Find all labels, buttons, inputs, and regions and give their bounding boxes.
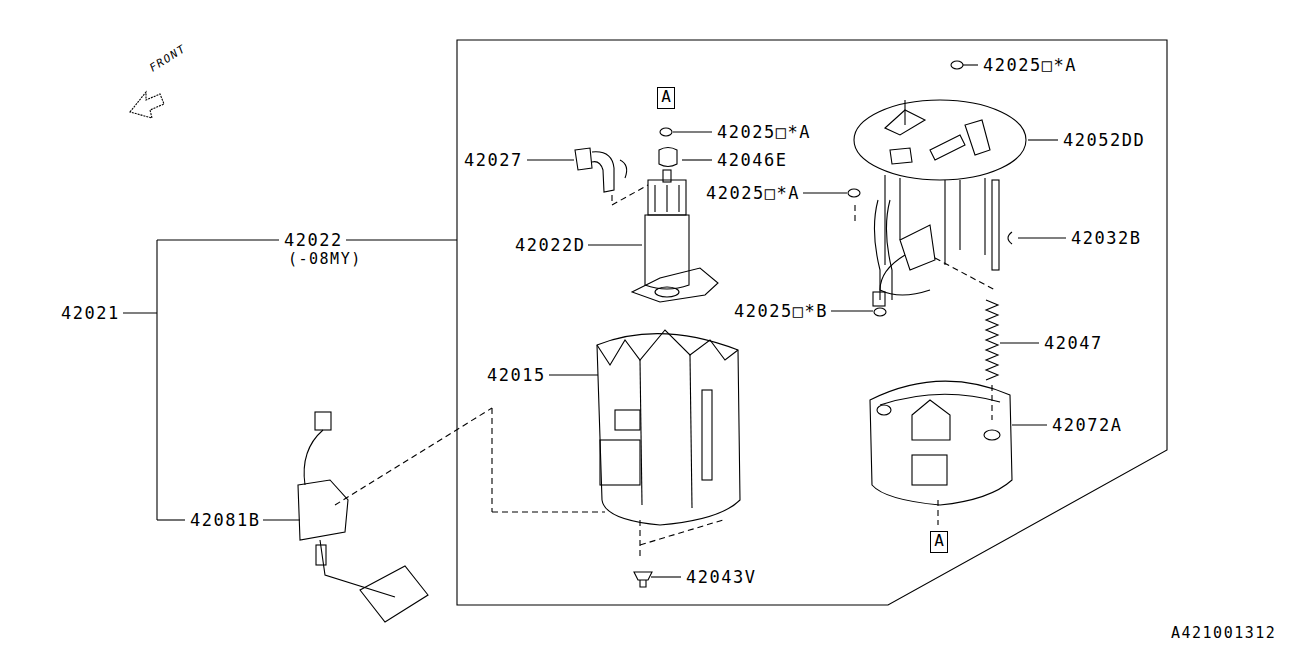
callout-number: 42022 [283,230,344,250]
reference-box: A [930,531,948,553]
callout-number: 42043V [685,567,757,587]
callout-number: 42025□*A [982,55,1078,75]
bracket-lines [123,240,457,520]
reference-letter: A [658,88,674,106]
filter-housing [597,330,740,525]
callout-number: 42032B [1070,228,1142,248]
bolt [634,572,652,587]
callout-number: (-08MY) [287,249,363,269]
pump-clip [575,148,614,192]
callout-number: 42072A [1051,415,1123,435]
washers [660,61,963,316]
pump-module-top [854,100,1026,306]
clip-arrow [620,160,627,178]
callout-number: 42052DD [1062,130,1146,150]
reference-box: A [657,87,675,109]
callout-number: 42081B [189,510,261,530]
reference-letter: A [931,532,947,550]
lower-cup [870,381,1012,505]
spring [986,300,998,380]
front-arrow [130,92,164,118]
callout-number: 42022D [514,235,586,255]
leader-lines [263,65,1167,625]
callout-number: 42025□*A [705,183,801,203]
cap [659,148,677,167]
callout-number: 42047 [1043,333,1104,353]
callout-number: 42027 [463,150,524,170]
callout-number: 42021 [60,303,121,323]
callout-number: 42015 [486,365,547,385]
fuel-level-sender [298,412,428,622]
assembly-dashes [335,185,995,560]
clip [1008,232,1012,244]
assembly-frame [457,40,1167,605]
callout-number: 42025□*B [733,301,829,321]
callout-number: A421001312 [1170,623,1277,643]
callout-number: 42046E [716,150,788,170]
direction-label: FRONT [145,39,192,79]
callout-number: 42025□*A [716,122,812,142]
